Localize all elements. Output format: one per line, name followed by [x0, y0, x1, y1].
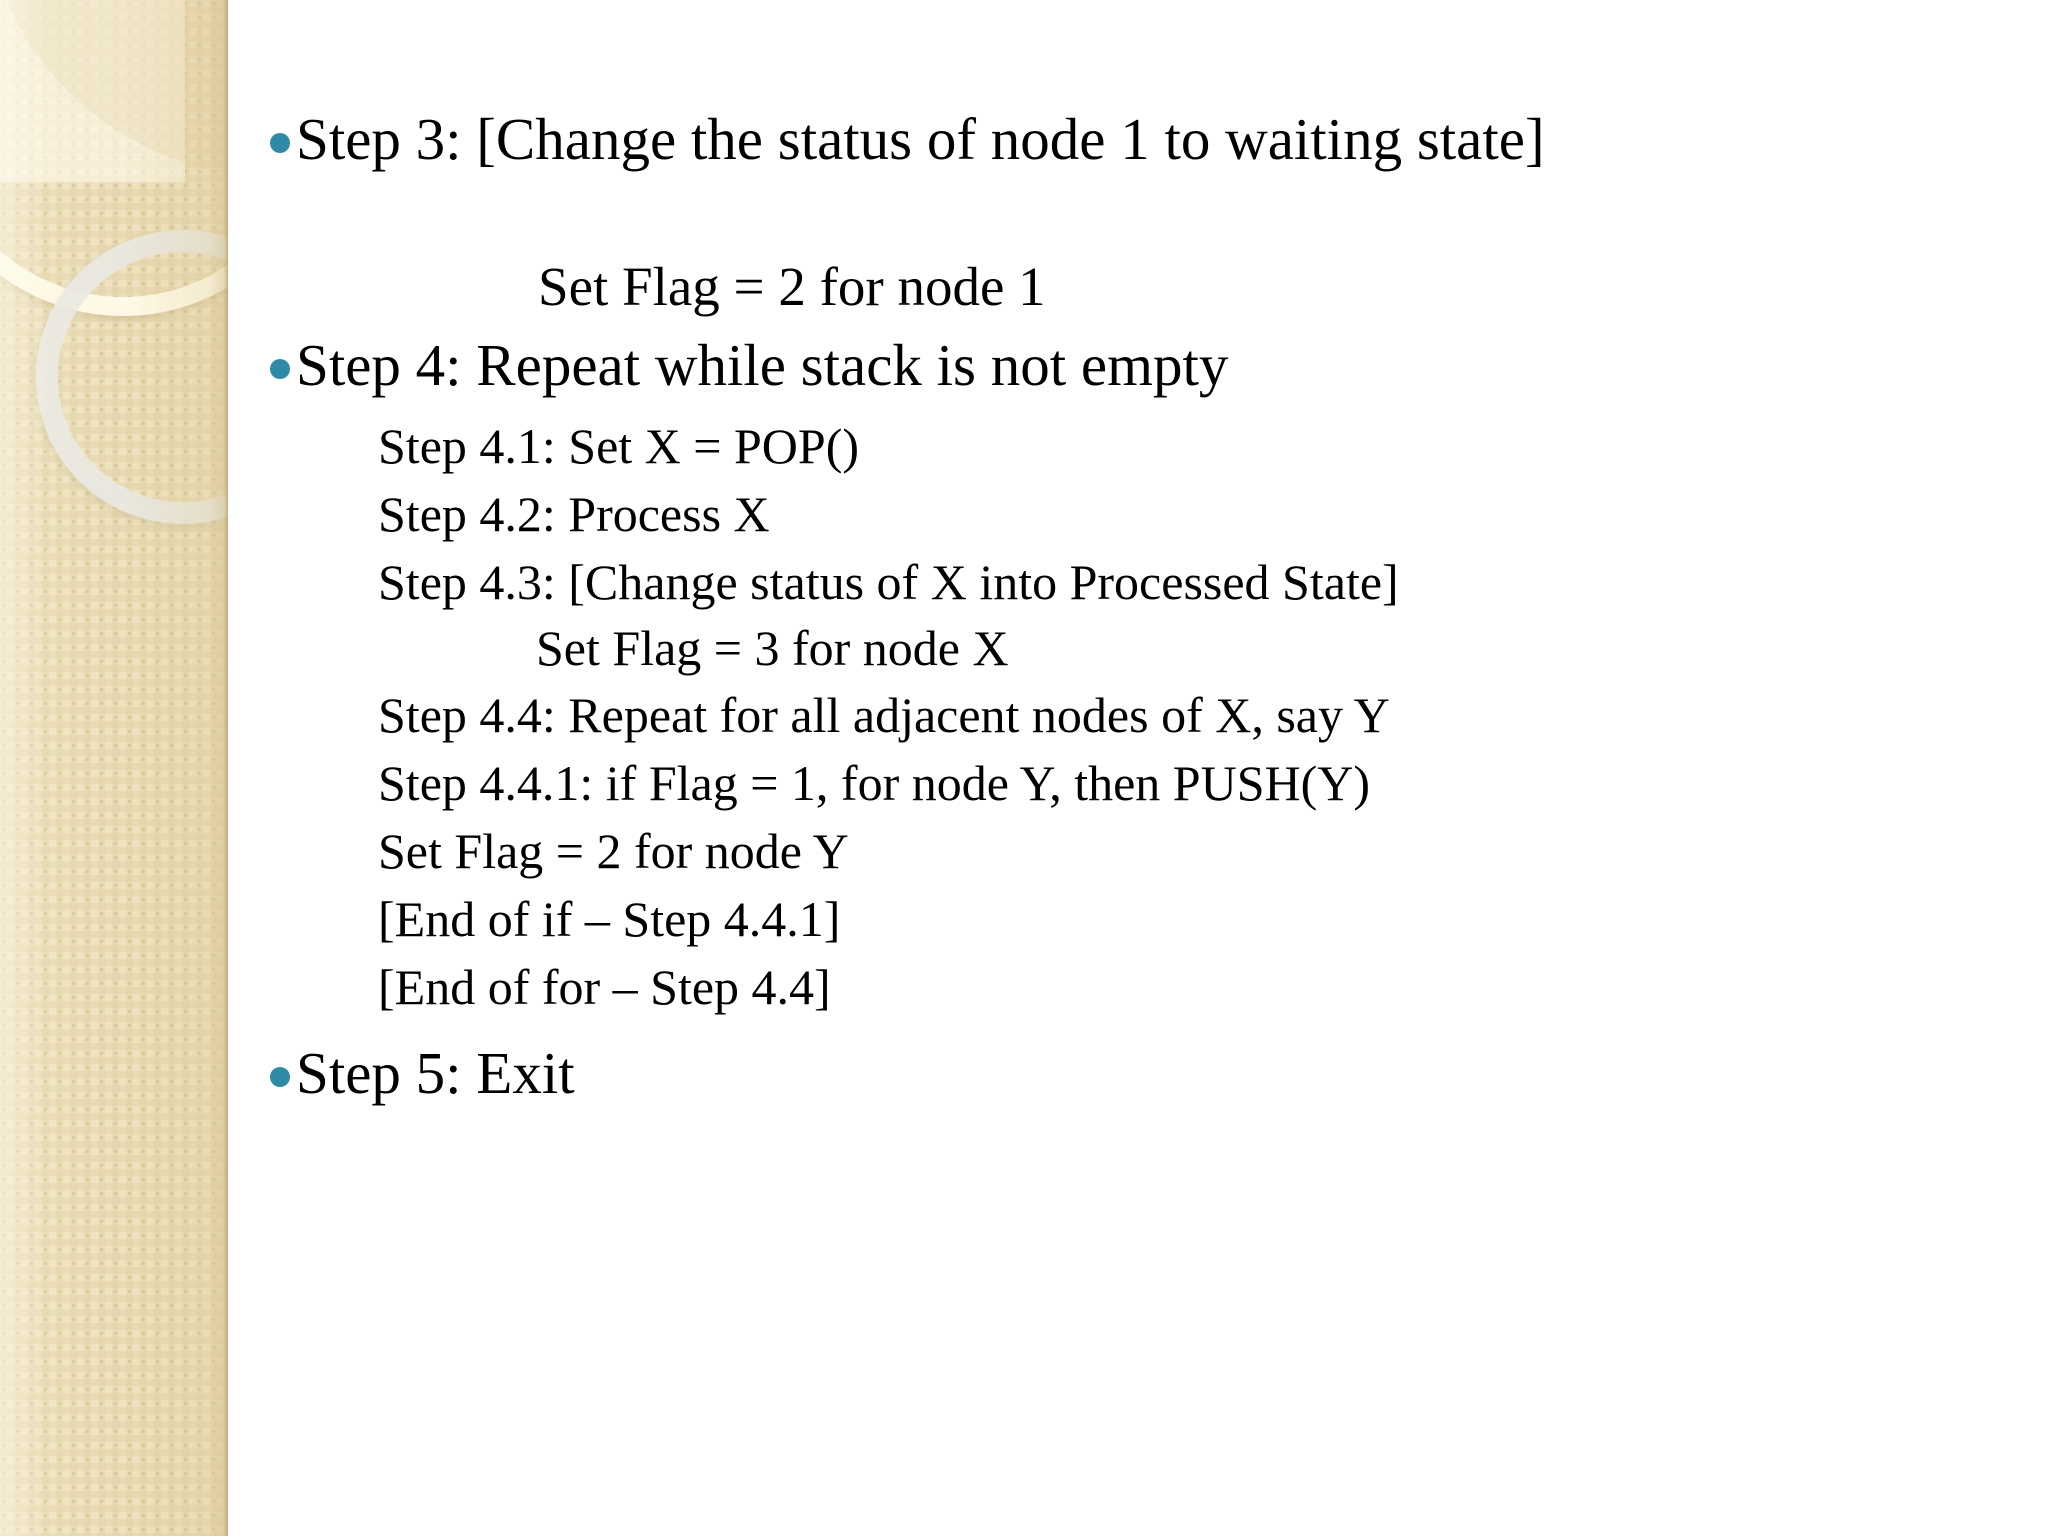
substep-4-2: Step 4.2: Process X — [378, 486, 770, 542]
end-of-if-marker: [End of if – Step 4.4.1] — [378, 891, 841, 947]
step4-block: Step 4: Repeat while stack is not empty — [228, 332, 2020, 398]
substep-4-1: Step 4.1: Set X = POP() — [378, 418, 860, 474]
substep-4-4-1-action: Set Flag = 2 for node Y — [378, 823, 849, 879]
bullet-step-4: Step 4: Repeat while stack is not empty — [228, 332, 2020, 398]
bullet-dot-icon — [270, 1067, 290, 1088]
end-of-for-marker: [End of for – Step 4.4] — [378, 959, 831, 1015]
step5-block: Step 5: Exit — [228, 1040, 2020, 1106]
step-3-text: Step 3: [Change the status of node 1 to … — [296, 106, 1545, 172]
step3-action-block: Set Flag = 2 for node 1 — [228, 248, 2020, 322]
top-level-bullet-list-3: Step 5: Exit — [228, 1040, 2020, 1106]
substep-4-3-action: Set Flag = 3 for node X — [536, 620, 1009, 676]
slide-content: Step 3: [Change the status of node 1 to … — [228, 0, 2048, 1536]
top-level-bullet-list: Step 3: [Change the status of node 1 to … — [228, 106, 2020, 172]
bullet-step-5: Step 5: Exit — [228, 1040, 2020, 1106]
bullet-step-3: Step 3: [Change the status of node 1 to … — [228, 106, 2020, 172]
band-right-edge — [224, 0, 228, 1536]
bullet-dot-icon — [270, 359, 290, 380]
substep-4-4-1: Step 4.4.1: if Flag = 1, for node Y, the… — [378, 755, 1371, 811]
bullet-dot-icon — [270, 133, 290, 154]
step-3-action-text: Set Flag = 2 for node 1 — [538, 256, 1046, 317]
step-5-text: Step 5: Exit — [296, 1040, 575, 1106]
band-sheen-overlay — [0, 0, 228, 1536]
substep-4-4: Step 4.4: Repeat for all adjacent nodes … — [378, 687, 1390, 743]
decorative-side-band — [0, 0, 228, 1536]
step3-block: Step 3: [Change the status of node 1 to … — [228, 106, 2020, 172]
step4-substeps-block: Step 4.1: Set X = POP() Step 4.2: Proces… — [228, 412, 2020, 1021]
step-4-text: Step 4: Repeat while stack is not empty — [296, 332, 1229, 398]
substep-4-3: Step 4.3: [Change status of X into Proce… — [378, 554, 1399, 610]
top-level-bullet-list-2: Step 4: Repeat while stack is not empty — [228, 332, 2020, 398]
